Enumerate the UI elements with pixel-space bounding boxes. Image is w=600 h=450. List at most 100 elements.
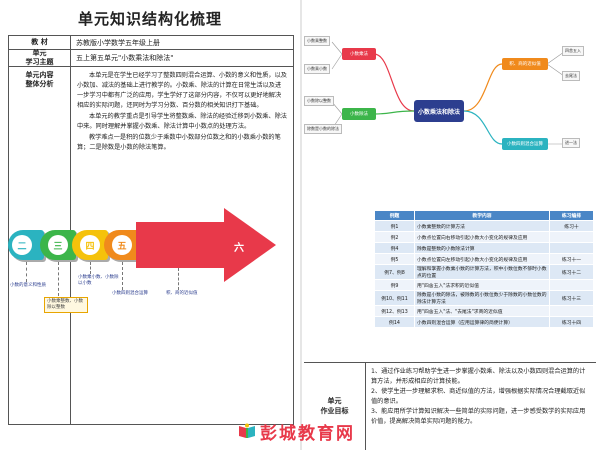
leader-line [122, 262, 123, 290]
leader-line [58, 262, 59, 296]
label-theme: 单元学习主题 [9, 49, 71, 66]
mindmap-leaf: 小数乘小数 [304, 64, 330, 74]
row-theme: 单元学习主题 五上第五单元"小数乘法和除法" [9, 49, 293, 67]
header-example: 例题 [374, 210, 415, 221]
cell-content: 用"四舍五入"法、"去尾法"求商的近似值 [414, 305, 550, 317]
analysis-content: 本单元是在学生已经学习了整数四则混合运算、小数的意义和性质，以及小数加、减法的基… [71, 67, 293, 424]
goal-item-1: 1、通过作业练习帮助学生进一步掌握小数乘、除法以及小数四则混合运算的计算方法，并… [371, 368, 586, 385]
header-practice: 练习编排 [549, 210, 594, 221]
cell-content: 小数点位置向左移动引起小数大小变化的规律及应用 [414, 253, 550, 265]
connector [546, 63, 565, 77]
step-5-label: 五 [112, 235, 132, 255]
cell-practice [549, 279, 594, 291]
unit-goals: 单元作业目标 1、通过作业练习帮助学生进一步掌握小数乘、除法以及小数四则混合运算… [304, 362, 596, 450]
cell-example: 例9 [374, 279, 415, 291]
step-3-pill: 三 [40, 230, 76, 260]
exercise-table-header: 例题 教学内容 练习编排 [374, 210, 594, 221]
cell-content: 小数四则混合运算（应用运算律的简便计算） [414, 316, 550, 328]
mindmap-center: 小数乘法和除法 [414, 100, 464, 122]
goal-item-3: 3、能应用所学计算知识解决一些简单的实际问题，进一步感受数学的实际应用价值，提高… [371, 408, 586, 425]
leader-line [178, 268, 179, 290]
cell-practice: 练习十一 [549, 253, 594, 265]
mindmap-leaf: 小数乘整数 [304, 36, 330, 46]
step-5-pill: 五 [104, 230, 140, 260]
unit-mindmap: 小数乘法和除法 小数乘法 小数除法 积、商的近似值 小数四则混合运算 小数乘整数… [302, 14, 600, 194]
step-2-pill: 二 [8, 230, 44, 260]
cell-example: 例7、例8 [374, 264, 415, 280]
cell-content: 除数是小数的除法，被除数的小数位数少于除数的小数位数的除法计算方法 [414, 290, 550, 306]
step-3-label: 三 [48, 235, 68, 255]
cell-content: 理解和掌握小数乘小数的计算方法，积中小数位数不够时小数点的位置 [414, 264, 550, 280]
goal-item-2: 2、使学生进一步理解求积、商近似值的方法，增强根据实际情况合理截取近似值的意识。 [371, 388, 586, 405]
mindmap-node-approx: 积、商的近似值 [502, 58, 548, 70]
value-textbook: 苏教版小学数学五年级上册 [76, 38, 160, 47]
step-4-label: 四 [80, 235, 100, 255]
step-6-arrow-body [136, 222, 224, 268]
cell-practice: 练习十四 [549, 316, 594, 328]
goals-label: 单元作业目标 [304, 363, 366, 450]
connector [463, 110, 503, 145]
mindmap-node-divide: 小数除法 [342, 108, 376, 120]
cell-example: 例4 [374, 242, 415, 254]
cell-practice [549, 231, 594, 243]
label-textbook: 教 材 [9, 36, 71, 49]
mindmap-node-mixed: 小数四则混合运算 [502, 138, 548, 150]
cell-example: 例5 [374, 253, 415, 265]
cell-practice: 练习十二 [549, 264, 594, 280]
book-logo-icon [238, 423, 256, 439]
analysis-paragraph-1: 本单元是在学生已经学习了整数四则混合运算、小数的意义和性质，以及小数加、减法的基… [77, 72, 287, 109]
mindmap-leaf: 小数除以整数 [304, 96, 334, 106]
leader-line [90, 262, 91, 274]
connector [373, 53, 415, 112]
site-watermark: 彭城教育网 [238, 418, 355, 444]
step-2-label: 二 [12, 235, 32, 255]
connector [331, 41, 343, 55]
cell-example: 例12、例13 [374, 305, 415, 317]
connector [463, 63, 503, 112]
cell-example: 例10、例11 [374, 290, 415, 306]
step-4-pill: 四 [72, 230, 108, 260]
connector [373, 110, 415, 115]
mindmap-node-multiply: 小数乘法 [342, 48, 376, 60]
step-4-note: 小数乘小数、小数除以小数 [78, 275, 119, 286]
leader-line [26, 262, 27, 282]
analysis-paragraph-3: 教学难点一是积的位数少于乘数中小数部分位数之和的小数乘小数的笔算；二是除数是小数… [77, 134, 281, 151]
cell-practice: 练习十 [549, 220, 594, 232]
mindmap-leaf: 去尾法 [562, 71, 580, 81]
cell-example: 例2 [374, 231, 415, 243]
row-textbook: 教 材 苏教版小学数学五年级上册 [9, 36, 293, 50]
cell-practice [549, 305, 594, 317]
page-title: 单元知识结构化梳理 [77, 10, 222, 28]
step-6-label: 六 [234, 243, 244, 254]
header-content: 教学内容 [414, 210, 550, 221]
watermark-text: 彭城教育网 [260, 423, 355, 444]
connector [546, 51, 565, 65]
cell-practice: 练习十三 [549, 290, 594, 306]
step-2-note: 小数的意义和性质 [10, 283, 46, 288]
cell-content: 除数是整数的小数除法计算 [414, 242, 550, 254]
analysis-paragraph-2: 本单元的教学重点是引导学生将整数乘、除法的经验迁移到小数乘、除法中来。同时理解并… [77, 113, 287, 130]
mindmap-leaf: 除数是小数的除法 [304, 124, 342, 134]
value-theme: 五上第五单元"小数乘法和除法" [76, 54, 174, 62]
cell-example: 例1 [374, 220, 415, 232]
mindmap-connectors [331, 41, 565, 145]
cell-example: 例14 [374, 316, 415, 328]
mindmap-leaf: 进一法 [562, 138, 580, 148]
unit-arrow-diagram: 二 三 四 五 六 小数的意义和性质 小数乘整数、小数除以整数 小数乘小数、小数… [8, 180, 276, 330]
goals-content: 1、通过作业练习帮助学生进一步掌握小数乘、除法以及小数四则混合运算的计算方法，并… [366, 363, 596, 450]
step-5-note: 小数四则混合运算 [112, 291, 148, 296]
cell-practice [549, 242, 594, 254]
step-6-arrow-head [224, 208, 276, 282]
right-page: 小数乘法和除法 小数乘法 小数除法 积、商的近似值 小数四则混合运算 小数乘整数… [302, 0, 600, 450]
